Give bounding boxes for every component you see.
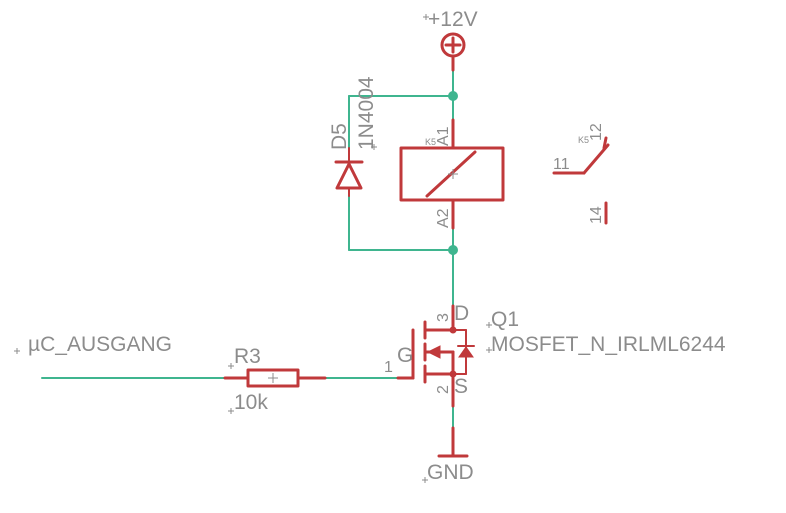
ground-label: GND xyxy=(427,461,474,484)
relay-contacts[interactable]: 11 12 14 K5 xyxy=(552,123,610,225)
relay-coil[interactable]: A1 A2 K5 xyxy=(399,118,505,230)
junction-bottom xyxy=(448,245,458,255)
mosfet-pin-gate: 1 xyxy=(384,359,393,376)
relay-pin-12: 12 xyxy=(588,123,605,141)
mosfet-pin-drain: 3 xyxy=(435,313,452,322)
mosfet-value: MOSFET_N_IRLML6244 xyxy=(491,333,726,356)
diode-value: 1N4004 xyxy=(355,76,378,150)
resistor-value: 10k xyxy=(234,391,268,414)
input-label: µC_AUSGANG xyxy=(28,333,172,356)
diode-d5[interactable]: D5 1N4004 xyxy=(328,76,378,197)
mosfet-gate-label: G xyxy=(397,344,413,367)
mosfet-source-label: S xyxy=(454,375,468,398)
input-net-label[interactable]: µC_AUSGANG xyxy=(14,333,172,356)
supply-symbol[interactable]: +12V xyxy=(423,8,478,72)
mosfet-q1[interactable]: D G S 1 3 2 Q1 MOSFET_N_IRLML6244 xyxy=(384,302,726,408)
relay-pin-a2: A2 xyxy=(435,208,452,228)
relay-pin-14: 14 xyxy=(588,206,605,224)
mosfet-pin-source: 2 xyxy=(435,385,452,394)
relay-ref-small-1: K5 xyxy=(425,137,436,147)
resistor-r3[interactable]: R3 10k xyxy=(223,345,327,414)
nets xyxy=(41,56,458,429)
mosfet-name: Q1 xyxy=(491,308,519,331)
supply-label: +12V xyxy=(428,8,478,31)
ground-symbol[interactable]: GND xyxy=(422,426,474,484)
junction-top xyxy=(448,91,458,101)
relay-ref-small-2: K5 xyxy=(578,135,589,145)
relay-pin-a1: A1 xyxy=(435,126,452,146)
mosfet-drain-label: D xyxy=(454,302,469,325)
relay-pin-11: 11 xyxy=(553,156,570,173)
diode-name: D5 xyxy=(328,123,351,150)
resistor-name: R3 xyxy=(234,345,261,368)
